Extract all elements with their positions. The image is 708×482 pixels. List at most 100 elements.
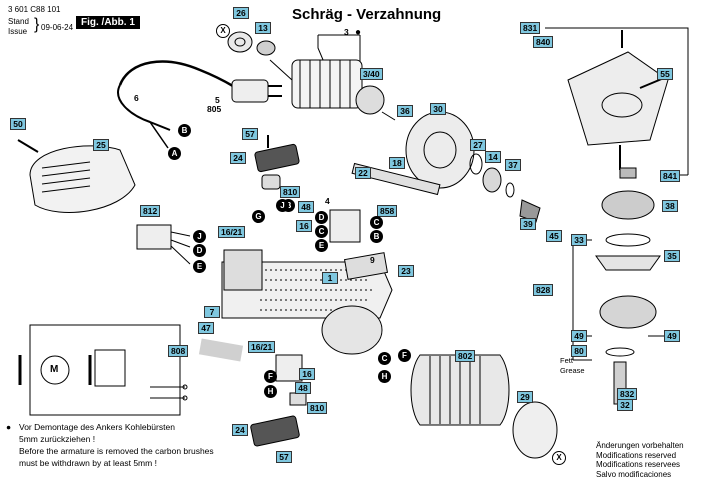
part-tag-810-bottom[interactable]: 810: [307, 402, 328, 414]
part-tag-29[interactable]: 29: [517, 391, 533, 403]
issue-label: Issue: [8, 27, 28, 36]
armature-drawing: [269, 59, 396, 121]
part-tag-33[interactable]: 33: [571, 234, 587, 246]
bearing-flange-828: [599, 295, 657, 329]
part-tag-18[interactable]: 18: [389, 157, 405, 169]
part-tag-37[interactable]: 37: [505, 159, 521, 171]
insulation-808: [198, 338, 244, 362]
part-label-9[interactable]: 9: [370, 255, 375, 265]
part-tag-16-top[interactable]: 16: [296, 220, 312, 232]
suppressor-drawing: [136, 224, 191, 265]
grease-label-en: Grease: [560, 366, 585, 375]
part-tag-3-40[interactable]: 3/40: [360, 68, 383, 80]
part-tag-32[interactable]: 32: [617, 399, 633, 411]
nut-841: [619, 167, 637, 179]
part-tag-57-bottom[interactable]: 57: [276, 451, 292, 463]
part-tag-48-bottom[interactable]: 48: [295, 382, 311, 394]
part-tag-812[interactable]: 812: [140, 205, 161, 217]
part-tag-45[interactable]: 45: [546, 230, 562, 242]
wiring-schematic: [18, 324, 188, 416]
connector-d-1: D: [315, 211, 328, 224]
flange-35: [595, 255, 661, 271]
part-tag-831[interactable]: 831: [520, 22, 541, 34]
plug-drawing: [231, 79, 282, 103]
part-tag-13[interactable]: 13: [255, 22, 271, 34]
bottom-switch-24: [250, 415, 300, 447]
modifications-line-3: Modifications reservees: [596, 460, 681, 469]
part-tag-810-top[interactable]: 810: [280, 186, 301, 198]
connector-f-1: F: [398, 349, 411, 362]
part-tag-39[interactable]: 39: [520, 218, 536, 230]
part-tag-14[interactable]: 14: [485, 151, 501, 163]
ring-37: [505, 182, 515, 198]
issue-date: 09-06-24: [41, 23, 74, 32]
connector-a-1: A: [168, 147, 181, 160]
switch-slider-top: [254, 143, 300, 173]
connector-h-2: H: [264, 385, 277, 398]
screw-50: [17, 139, 39, 153]
part-tag-840[interactable]: 840: [533, 36, 554, 48]
bevel-gear-38: [601, 190, 655, 220]
part-tag-24-bottom[interactable]: 24: [232, 424, 248, 436]
switch-810-bottom: [289, 392, 307, 406]
part-tag-49-right[interactable]: 49: [664, 330, 680, 342]
part-label-805[interactable]: 805: [207, 104, 222, 114]
pinion-39: [519, 199, 541, 223]
switch-810-top: [261, 174, 281, 190]
connector-b-1: B: [178, 124, 191, 137]
stator-drawing: [410, 354, 510, 426]
part-tag-80[interactable]: 80: [571, 345, 587, 357]
power-cable: [118, 60, 241, 92]
armature-dot-icon: ●: [355, 27, 362, 38]
modifications-line-4: Salvo modificaciones: [596, 469, 672, 479]
part-tag-7[interactable]: 7: [204, 306, 220, 318]
connector-d-3: D: [193, 244, 206, 257]
connector-c-2: C: [370, 216, 383, 229]
brace-icon: }: [34, 16, 40, 33]
part-label-5[interactable]: 5: [215, 95, 220, 105]
part-label-3[interactable]: 3: [344, 27, 349, 37]
connector-e-1: E: [315, 239, 328, 252]
part-tag-50[interactable]: 50: [10, 118, 26, 130]
connector-c-3: C: [378, 352, 391, 365]
part-tag-828[interactable]: 828: [533, 284, 554, 296]
bottom-switch-16: [275, 354, 303, 382]
part-tag-36[interactable]: 36: [397, 105, 413, 117]
part-tag-16-21-top[interactable]: 16/21: [218, 226, 246, 238]
part-tag-55[interactable]: 55: [657, 68, 673, 80]
note-english: Before the armature is removed the carbo…: [19, 446, 214, 468]
part-tag-30[interactable]: 30: [430, 103, 446, 115]
part-tag-16-bottom[interactable]: 16: [299, 368, 315, 380]
part-tag-35[interactable]: 35: [664, 250, 680, 262]
part-label-4[interactable]: 4: [325, 196, 330, 206]
part-tag-48-top[interactable]: 48: [298, 201, 314, 213]
bearing-13: [256, 40, 276, 56]
part-label-6[interactable]: 6: [134, 93, 139, 103]
washer-80: [605, 347, 635, 357]
part-tag-1[interactable]: 1: [322, 272, 338, 284]
connector-j-2: J: [193, 230, 206, 243]
part-tag-49-left[interactable]: 49: [571, 330, 587, 342]
insulation-9: [343, 252, 389, 280]
connector-g-1: G: [252, 210, 265, 223]
part-tag-23[interactable]: 23: [398, 265, 414, 277]
part-tag-57-top[interactable]: 57: [242, 128, 258, 140]
part-tag-802[interactable]: 802: [455, 350, 476, 362]
bracket-831: [545, 27, 689, 175]
part-tag-16-21-bottom[interactable]: 16/21: [248, 341, 276, 353]
modifications-line-1: Änderungen vorbehalten: [596, 441, 684, 450]
part-tag-22[interactable]: 22: [355, 167, 371, 179]
page-title: Schräg - Verzahnung: [292, 6, 442, 23]
part-tag-858[interactable]: 858: [377, 205, 398, 217]
part-tag-24-top[interactable]: 24: [230, 152, 246, 164]
part-tag-808[interactable]: 808: [168, 345, 189, 357]
connector-c-1: C: [315, 225, 328, 238]
part-tag-26[interactable]: 26: [233, 7, 249, 19]
connector-j-1: J: [276, 199, 289, 212]
switch-block-4: [329, 209, 361, 243]
part-tag-25[interactable]: 25: [93, 139, 109, 151]
part-tag-27[interactable]: 27: [470, 139, 486, 151]
part-tag-841[interactable]: 841: [660, 170, 681, 182]
part-tag-38[interactable]: 38: [662, 200, 678, 212]
part-tag-47[interactable]: 47: [198, 322, 214, 334]
